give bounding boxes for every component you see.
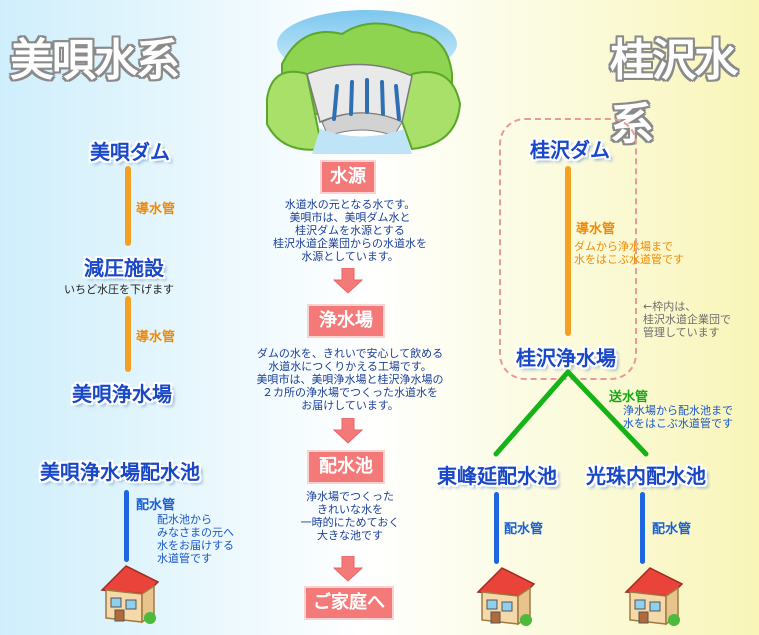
house-icon-middle (476, 567, 536, 626)
right-reservoir-higashi: 東峰延配水池 (437, 464, 557, 488)
left-distribution-pipe (124, 490, 129, 562)
left-reservoir: 美唄浄水場配水池 (40, 460, 200, 484)
left-intake-pipe-1 (125, 166, 131, 246)
left-pipe1-label: 導水管 (136, 202, 176, 217)
right-frame-note: ←枠内は、 桂沢水道企業団で 管理しています (643, 300, 731, 339)
right-pipe1-label: 導水管 (576, 222, 616, 237)
right-pipe-b-label: 配水管 (652, 522, 692, 537)
right-dam: 桂沢ダム (530, 138, 610, 162)
stage-purification-text: ダムの水を、きれいで安心して飲める 水道水につくりかえる工場です。 美唄市は、美… (256, 347, 444, 412)
right-managed-frame (499, 118, 637, 380)
left-pipe2-label: 導水管 (136, 330, 176, 345)
left-intake-pipe-2 (125, 296, 131, 372)
right-pipe2-note: 浄水場から配水池まで 水をはこぶ水道管です (623, 404, 733, 430)
arrow-down-2 (333, 418, 363, 444)
right-distribution-pipe-b (640, 492, 645, 564)
stage-reservoir-text: 浄水場でつくった きれいな水を 一時的にためておく 大きな池です (300, 490, 400, 542)
stage-purification-plant: 浄水場 (309, 306, 383, 336)
stage-reservoir: 配水池 (309, 452, 383, 482)
right-pipe-a-label: 配水管 (504, 522, 544, 537)
dam-illustration (266, 10, 462, 154)
left-system-title: 美唄水系 (10, 35, 180, 86)
right-distribution-pipe-a (494, 492, 499, 564)
left-plant: 美唄浄水場 (72, 382, 172, 406)
right-pipe1-note: ダムから浄水場まで 水をはこぶ水道管です (574, 240, 684, 266)
left-pressure-facility: 減圧施設 (84, 256, 164, 280)
left-facility-note: いちど水圧を下げます (64, 283, 174, 296)
left-pipe3-label: 配水管 (136, 498, 176, 513)
house-icon-right (624, 567, 684, 626)
right-system-title: 桂沢水系 (610, 35, 738, 150)
left-pipe3-note: 配水池から みなさまの元へ 水をお届けする 水道管です (157, 513, 234, 565)
house-icon-left (100, 565, 160, 624)
stage-to-homes: ご家庭へ (306, 588, 392, 618)
right-pipe2-label: 送水管 (609, 390, 649, 405)
arrow-down-3 (333, 556, 363, 582)
stage-water-source: 水源 (322, 162, 374, 192)
right-reservoir-koshunai: 光珠内配水池 (586, 464, 706, 488)
arrow-down-1 (333, 268, 363, 294)
stage-water-source-text: 水道水の元となる水です。 美唄市は、美唄ダム水と 桂沢ダムを水源とする 桂沢水道… (273, 198, 427, 263)
right-intake-pipe (565, 166, 571, 336)
left-dam: 美唄ダム (90, 140, 170, 164)
right-plant: 桂沢浄水場 (516, 346, 616, 370)
